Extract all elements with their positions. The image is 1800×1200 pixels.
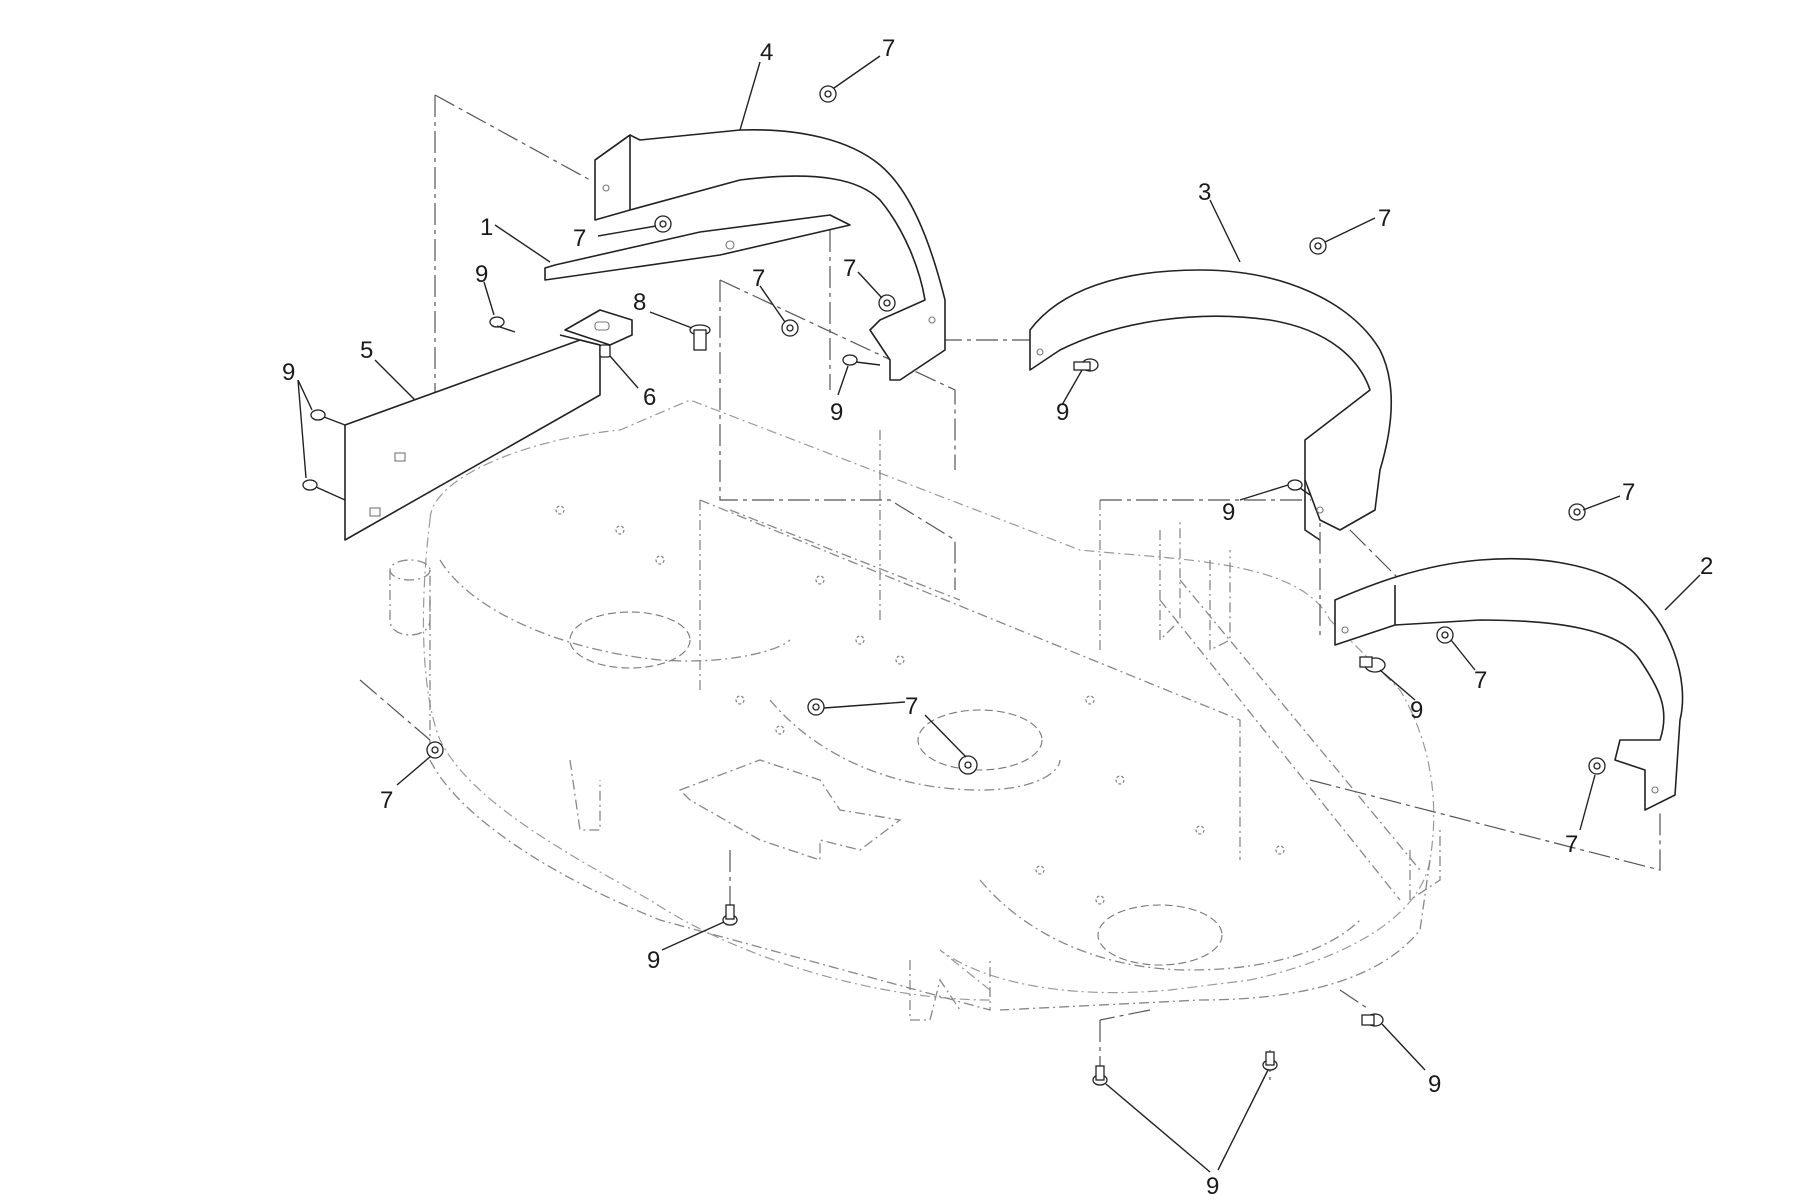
callout-7: 7 xyxy=(1622,479,1635,506)
callout-7: 7 xyxy=(905,693,918,720)
bolt-icon xyxy=(1361,1013,1384,1027)
callout-7: 7 xyxy=(1474,667,1487,694)
callout-9: 9 xyxy=(1206,1173,1219,1200)
callout-9: 9 xyxy=(1222,499,1235,526)
hardware-nuts xyxy=(426,85,1606,775)
callout-7: 7 xyxy=(1565,831,1578,858)
bolt-icon xyxy=(1073,358,1099,372)
part-6-bracket xyxy=(564,309,633,358)
callout-5: 5 xyxy=(360,337,373,364)
callout-3: 3 xyxy=(1198,179,1211,206)
nut-icon xyxy=(819,85,837,103)
bolt-icon xyxy=(722,904,738,926)
mower-deck-housing xyxy=(389,399,1441,1021)
hardware-bolts xyxy=(302,316,1386,1086)
nut-icon xyxy=(654,215,672,233)
bolt-icon xyxy=(1359,656,1386,673)
callout-7: 7 xyxy=(882,35,895,62)
callout-1: 1 xyxy=(480,214,493,241)
callout-9: 9 xyxy=(475,261,488,288)
bolt-icon xyxy=(489,316,516,333)
part-3-baffle xyxy=(1029,269,1393,541)
nut-icon xyxy=(1436,626,1454,644)
callout-labels: 4 7 1 7 9 8 7 7 5 9 6 9 3 7 9 9 7 2 7 9 … xyxy=(282,35,1713,1200)
nut-icon xyxy=(781,319,799,337)
part-8-pin xyxy=(689,324,711,351)
callout-9: 9 xyxy=(1410,697,1423,724)
callout-7: 7 xyxy=(843,255,856,282)
bolt-icon xyxy=(310,409,346,426)
nut-icon xyxy=(878,294,896,312)
callout-9: 9 xyxy=(1056,399,1069,426)
callout-9: 9 xyxy=(830,399,843,426)
part-2-baffle xyxy=(1334,557,1684,811)
part-5-side-plate xyxy=(344,334,601,541)
callout-8: 8 xyxy=(633,289,646,316)
bolt-icon xyxy=(842,354,881,366)
leader-lines xyxy=(297,55,1701,1173)
nut-icon xyxy=(426,741,444,759)
bolt-icon xyxy=(1262,1051,1278,1071)
callout-4: 4 xyxy=(760,39,773,66)
nut-icon xyxy=(807,698,825,716)
callout-7: 7 xyxy=(573,225,586,252)
bolt-icon xyxy=(302,479,346,501)
part-1-blade xyxy=(544,214,851,281)
callout-7: 7 xyxy=(380,787,393,814)
nut-icon xyxy=(1568,503,1586,521)
callout-7: 7 xyxy=(752,265,765,292)
callout-7: 7 xyxy=(1378,205,1391,232)
callout-9: 9 xyxy=(1428,1071,1441,1098)
part-4-baffle xyxy=(594,128,946,381)
callout-2: 2 xyxy=(1700,553,1713,580)
nut-icon xyxy=(1588,757,1606,775)
callout-9: 9 xyxy=(282,359,295,386)
nut-icon xyxy=(1309,237,1327,255)
callout-9: 9 xyxy=(647,947,660,974)
callout-6: 6 xyxy=(643,384,656,411)
bolt-icon xyxy=(1092,1065,1108,1086)
nut-icon xyxy=(958,755,978,775)
